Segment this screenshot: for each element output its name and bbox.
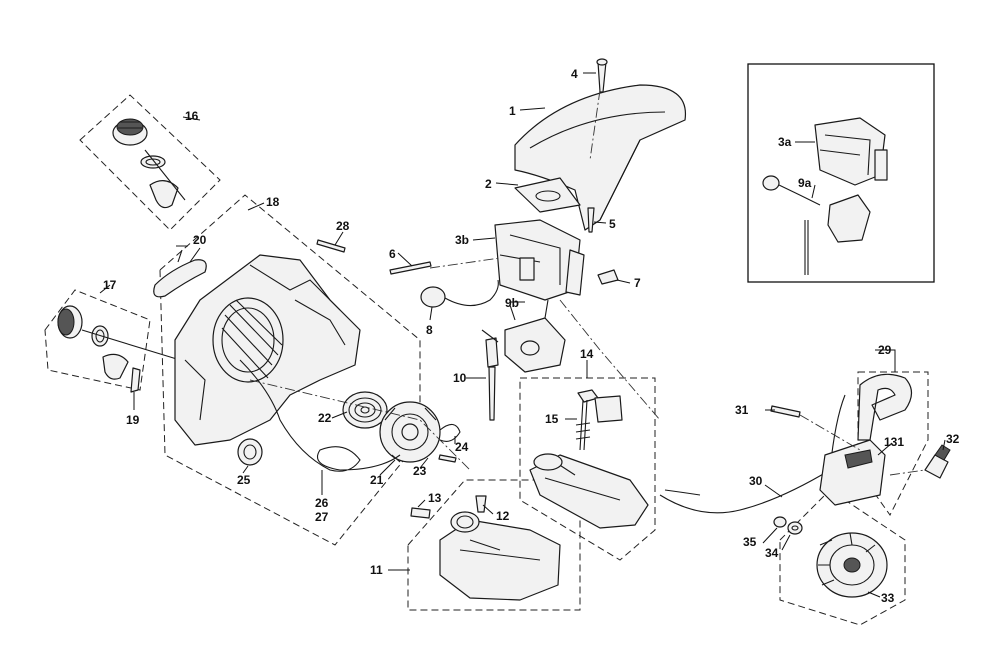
- spring-washer-24: [439, 423, 461, 442]
- washer-34: [787, 521, 803, 535]
- screw-4-head: [596, 58, 608, 66]
- label-1: 1: [509, 104, 516, 118]
- label-16: 16: [185, 109, 199, 123]
- nut-35: [773, 516, 787, 528]
- rope-pulley-21: [379, 401, 441, 463]
- label-8: 8: [426, 323, 433, 337]
- fuel-hose-10: [481, 329, 499, 421]
- alignment-line-f: [889, 469, 926, 476]
- label-12: 12: [496, 509, 510, 523]
- inset-carburetor-9a: [762, 175, 871, 275]
- label-17: 17: [103, 278, 117, 292]
- group-outline-14: [519, 377, 656, 561]
- fuel-tank-11: [439, 511, 561, 601]
- label-15: 15: [545, 412, 559, 426]
- alignment-line-b: [589, 89, 601, 161]
- inset-frame: [747, 63, 935, 283]
- label-3a: 3a: [778, 135, 792, 149]
- screw-28: [316, 239, 346, 253]
- label-3b: 3b: [455, 233, 469, 247]
- vent-12: [475, 495, 487, 513]
- label-32: 32: [946, 432, 960, 446]
- label-20: 20: [193, 233, 207, 247]
- label-34: 34: [765, 546, 779, 560]
- pulley-25: [237, 438, 263, 466]
- label-35: 35: [743, 535, 757, 549]
- label-22: 22: [318, 411, 332, 425]
- cap-assembly-17: [57, 305, 181, 380]
- alignment-line-c: [559, 299, 661, 421]
- leader-lines: [99, 72, 946, 598]
- label-131: 131: [884, 435, 904, 449]
- label-33: 33: [881, 591, 895, 605]
- group-outline-17: [44, 289, 151, 391]
- label-2: 2: [485, 177, 492, 191]
- label-25: 25: [237, 473, 251, 487]
- rewind-spring-22: [342, 391, 388, 429]
- clip-19: [130, 367, 141, 393]
- label-19: 19: [126, 413, 140, 427]
- alignment-line-a: [429, 257, 501, 269]
- ignition-coil-29: [819, 373, 913, 506]
- label-28: 28: [336, 219, 350, 233]
- filter-15: [575, 389, 623, 451]
- alignment-line-d: [249, 379, 471, 471]
- group-outline-29: [857, 371, 929, 516]
- clip-7: [597, 269, 619, 285]
- label-7: 7: [634, 276, 641, 290]
- label-21: 21: [370, 473, 384, 487]
- flywheel-33: [816, 532, 888, 598]
- label-10: 10: [453, 371, 467, 385]
- intake-assembly-14: [529, 453, 649, 529]
- label-23: 23: [413, 464, 427, 478]
- starter-rope-26: [239, 359, 401, 472]
- valve-13: [410, 507, 431, 519]
- alignment-line-e: [799, 414, 861, 451]
- screw-4: [597, 61, 607, 93]
- gasket-2: [514, 177, 581, 213]
- label-13: 13: [428, 491, 442, 505]
- label-9a: 9a: [798, 176, 812, 190]
- ignition-wire-30: [659, 394, 846, 514]
- label-18: 18: [266, 195, 280, 209]
- label-26: 26: [315, 496, 329, 510]
- label-14: 14: [580, 347, 594, 361]
- group-outline-11: [407, 479, 581, 611]
- label-24: 24: [455, 440, 469, 454]
- label-11: 11: [370, 563, 383, 577]
- screw-6: [389, 261, 432, 275]
- top-cover-1: [514, 84, 687, 231]
- starter-handle-20: [153, 245, 207, 298]
- starter-housing-18: [174, 254, 361, 446]
- label-29: 29: [878, 343, 892, 357]
- label-4: 4: [571, 67, 578, 81]
- screw-23: [438, 454, 457, 463]
- label-31: 31: [735, 403, 749, 417]
- spark-plug-32: [924, 444, 951, 479]
- cap-assembly-16: [112, 118, 186, 209]
- label-9b: 9b: [505, 296, 519, 310]
- inset-carburetor-3a: [814, 117, 888, 186]
- label-30: 30: [749, 474, 763, 488]
- carburetor-3b: [494, 219, 585, 301]
- carburetor-9b: [504, 299, 566, 373]
- screw-5: [587, 207, 595, 233]
- group-outline-16: [79, 94, 221, 231]
- label-6: 6: [389, 247, 396, 261]
- label-27: 27: [315, 510, 329, 524]
- label-5: 5: [609, 217, 616, 231]
- screw-31: [770, 405, 801, 418]
- primer-bulb-8: [420, 279, 499, 308]
